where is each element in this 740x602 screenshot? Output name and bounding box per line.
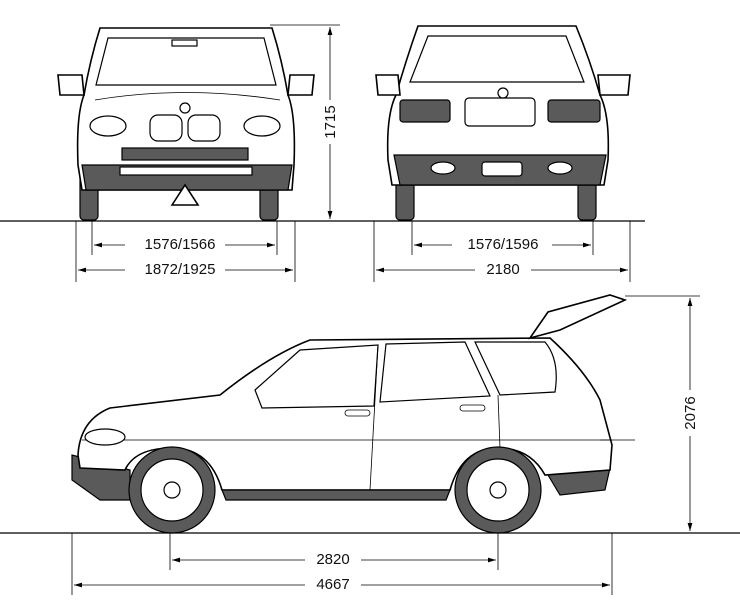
rear-track-label: 1576/1596 (468, 236, 539, 253)
front-width-dimension: 1872/1925 (75, 221, 296, 282)
front-view-car (57, 27, 315, 221)
front-track-label: 1576/1566 (145, 236, 216, 253)
length-label: 4667 (316, 576, 349, 593)
front-wheel (128, 446, 216, 534)
side-view-car (71, 294, 635, 501)
rear-width-label: 2180 (486, 261, 519, 278)
front-height-dimension: 1715 (270, 24, 340, 219)
front-width-label: 1872/1925 (145, 261, 216, 278)
length-dimension: 4667 (71, 533, 613, 595)
front-track-dimension: 1576/1566 (91, 221, 278, 255)
rear-track-dimension: 1576/1596 (411, 221, 594, 255)
front-height-label: 1715 (322, 105, 339, 138)
side-height-label: 2076 (682, 396, 699, 429)
rear-wheel (454, 446, 542, 534)
wheelbase-dimension: 2820 (169, 533, 499, 570)
rear-view-car (375, 25, 631, 221)
side-height-dimension: 2076 (625, 295, 700, 531)
rear-width-dimension: 2180 (373, 221, 631, 282)
wheelbase-label: 2820 (316, 551, 349, 568)
